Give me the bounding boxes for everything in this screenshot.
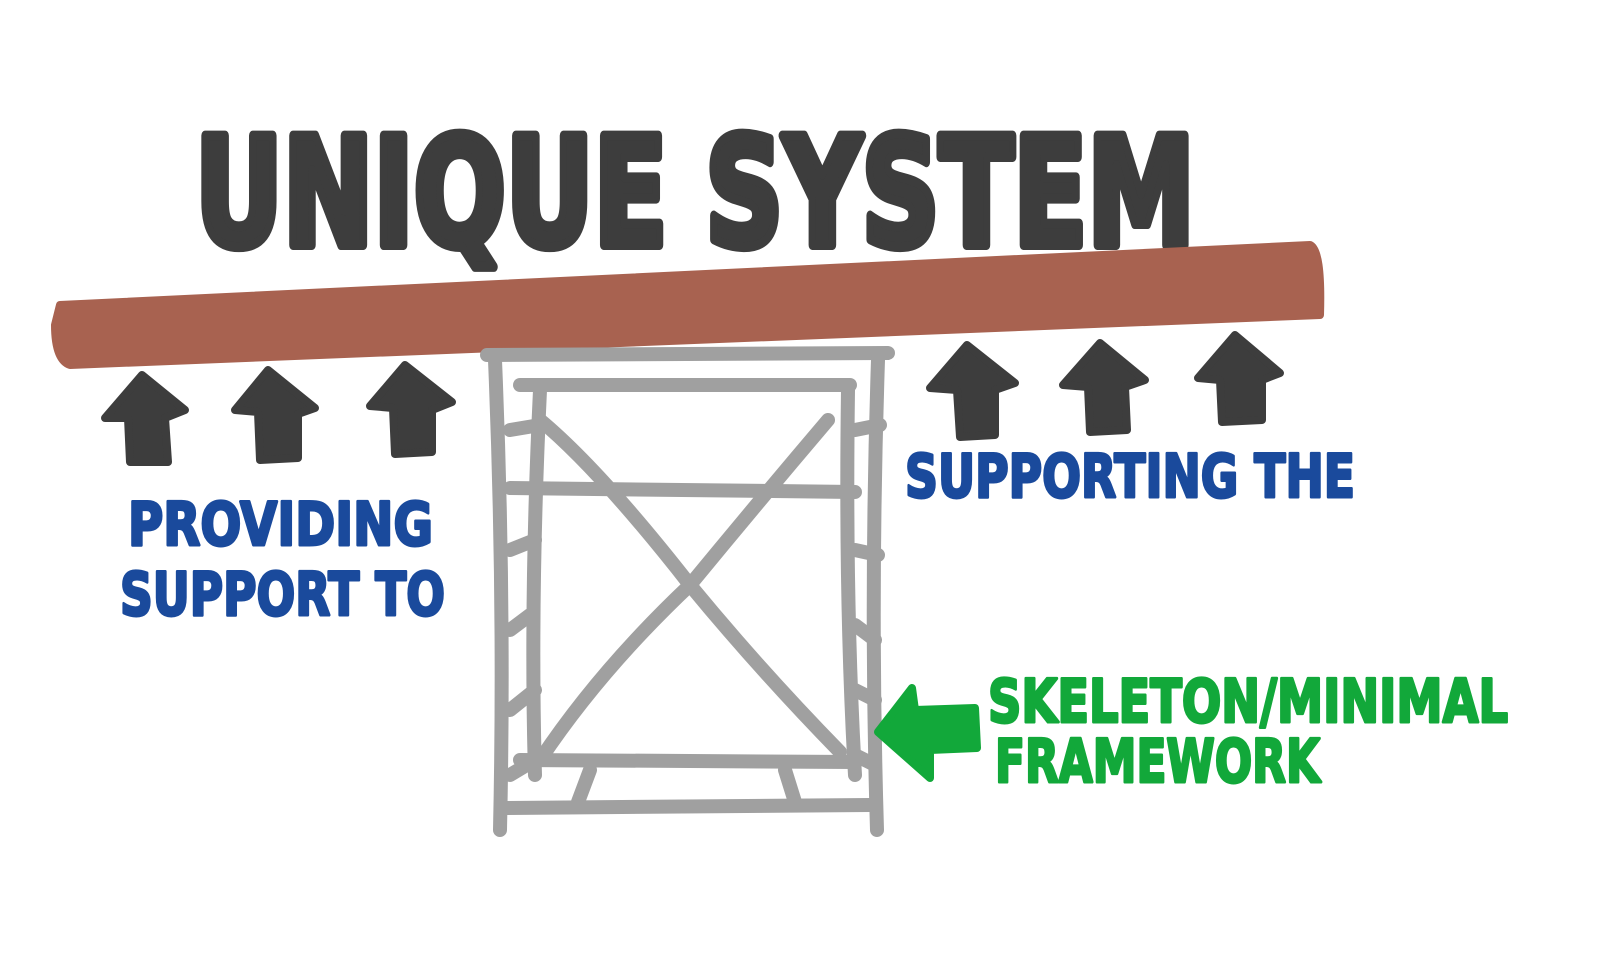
left-label-line2: SUPPORT TO: [120, 560, 445, 630]
left-arrow-icon: [874, 684, 981, 782]
up-arrow-icon: [1194, 331, 1284, 426]
support-arrows: [101, 331, 1284, 466]
up-arrow-icon: [366, 361, 456, 458]
framework-label-line1: SKELETON/MINIMAL: [988, 667, 1508, 737]
up-arrow-icon: [101, 371, 189, 466]
left-label-line1: PROVIDING: [128, 490, 433, 560]
up-arrow-icon: [231, 366, 319, 464]
beam: [51, 241, 1325, 369]
title-text: UNIQUE SYSTEM: [195, 107, 1195, 281]
framework-label-line2: FRAMEWORK: [995, 727, 1322, 797]
scaffold-framework: [480, 346, 895, 837]
right-label: SUPPORTING THE: [905, 442, 1355, 512]
up-arrow-icon: [1059, 339, 1149, 436]
up-arrow-icon: [926, 341, 1019, 441]
